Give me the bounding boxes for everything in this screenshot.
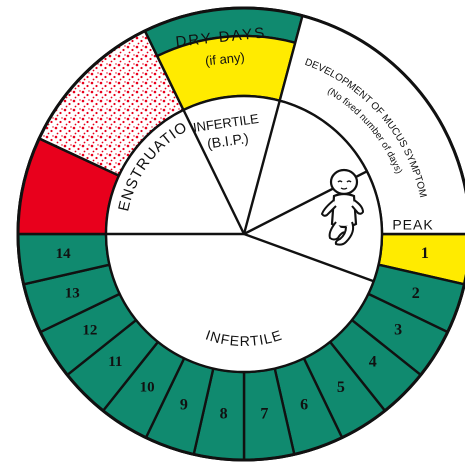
outer-ring bbox=[16, 6, 465, 462]
day-number-6: 6 bbox=[300, 396, 308, 413]
day-number-10: 10 bbox=[140, 380, 155, 396]
infertile-bottom-label: INFERTILE bbox=[204, 327, 285, 349]
day-number-14: 14 bbox=[56, 246, 72, 262]
day-number-9: 9 bbox=[180, 396, 188, 413]
day-number-4: 4 bbox=[369, 353, 377, 370]
day-number-12: 12 bbox=[82, 322, 97, 338]
bip-label: (B.I.P.) bbox=[206, 130, 250, 152]
day-number-11: 11 bbox=[108, 354, 122, 370]
peak-label: PEAK bbox=[392, 217, 433, 233]
if-any-label: (if any) bbox=[204, 49, 245, 68]
day-number-3: 3 bbox=[394, 322, 402, 339]
day-number-13: 13 bbox=[65, 286, 80, 302]
day-number-8: 8 bbox=[220, 406, 228, 423]
day-number-5: 5 bbox=[337, 379, 345, 396]
day-number-2: 2 bbox=[412, 285, 420, 302]
divider-bip bbox=[242, 100, 281, 235]
day-number-1: 1 bbox=[421, 245, 429, 262]
divider-menstruation-right bbox=[182, 109, 246, 235]
day-number-7: 7 bbox=[260, 406, 268, 423]
divider-infertile-bottom bbox=[243, 232, 375, 283]
baby-icon bbox=[320, 168, 365, 246]
